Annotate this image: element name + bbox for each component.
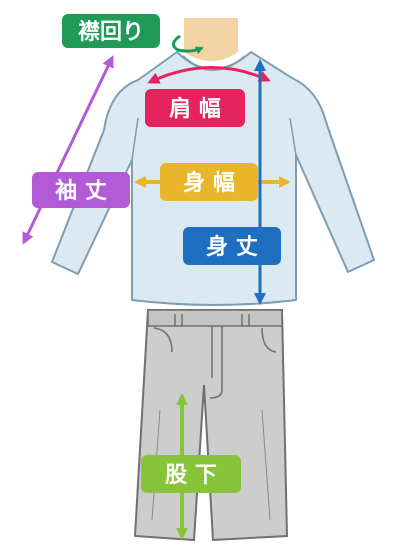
body-width-label: 身 幅: [160, 163, 258, 201]
sleeve-label-text: 袖 丈: [55, 178, 107, 204]
sleeve-label: 袖 丈: [32, 172, 130, 208]
shoulder-label: 肩 幅: [145, 89, 245, 127]
collar-label: 襟回り: [62, 14, 160, 48]
shoulder-label-text: 肩 幅: [169, 96, 221, 122]
body-length-label-text: 身 丈: [206, 234, 258, 260]
collar-label-text: 襟回り: [78, 19, 144, 45]
body-width-label-text: 身 幅: [183, 170, 235, 196]
inseam-label-text: 股 下: [165, 463, 217, 488]
pants: [133, 309, 289, 542]
body-length-label: 身 丈: [183, 227, 281, 265]
neck: [184, 18, 238, 61]
sleeve-arrow: [22, 55, 114, 245]
inseam-label: 股 下: [141, 455, 241, 493]
collar-arrow: [172, 34, 204, 54]
